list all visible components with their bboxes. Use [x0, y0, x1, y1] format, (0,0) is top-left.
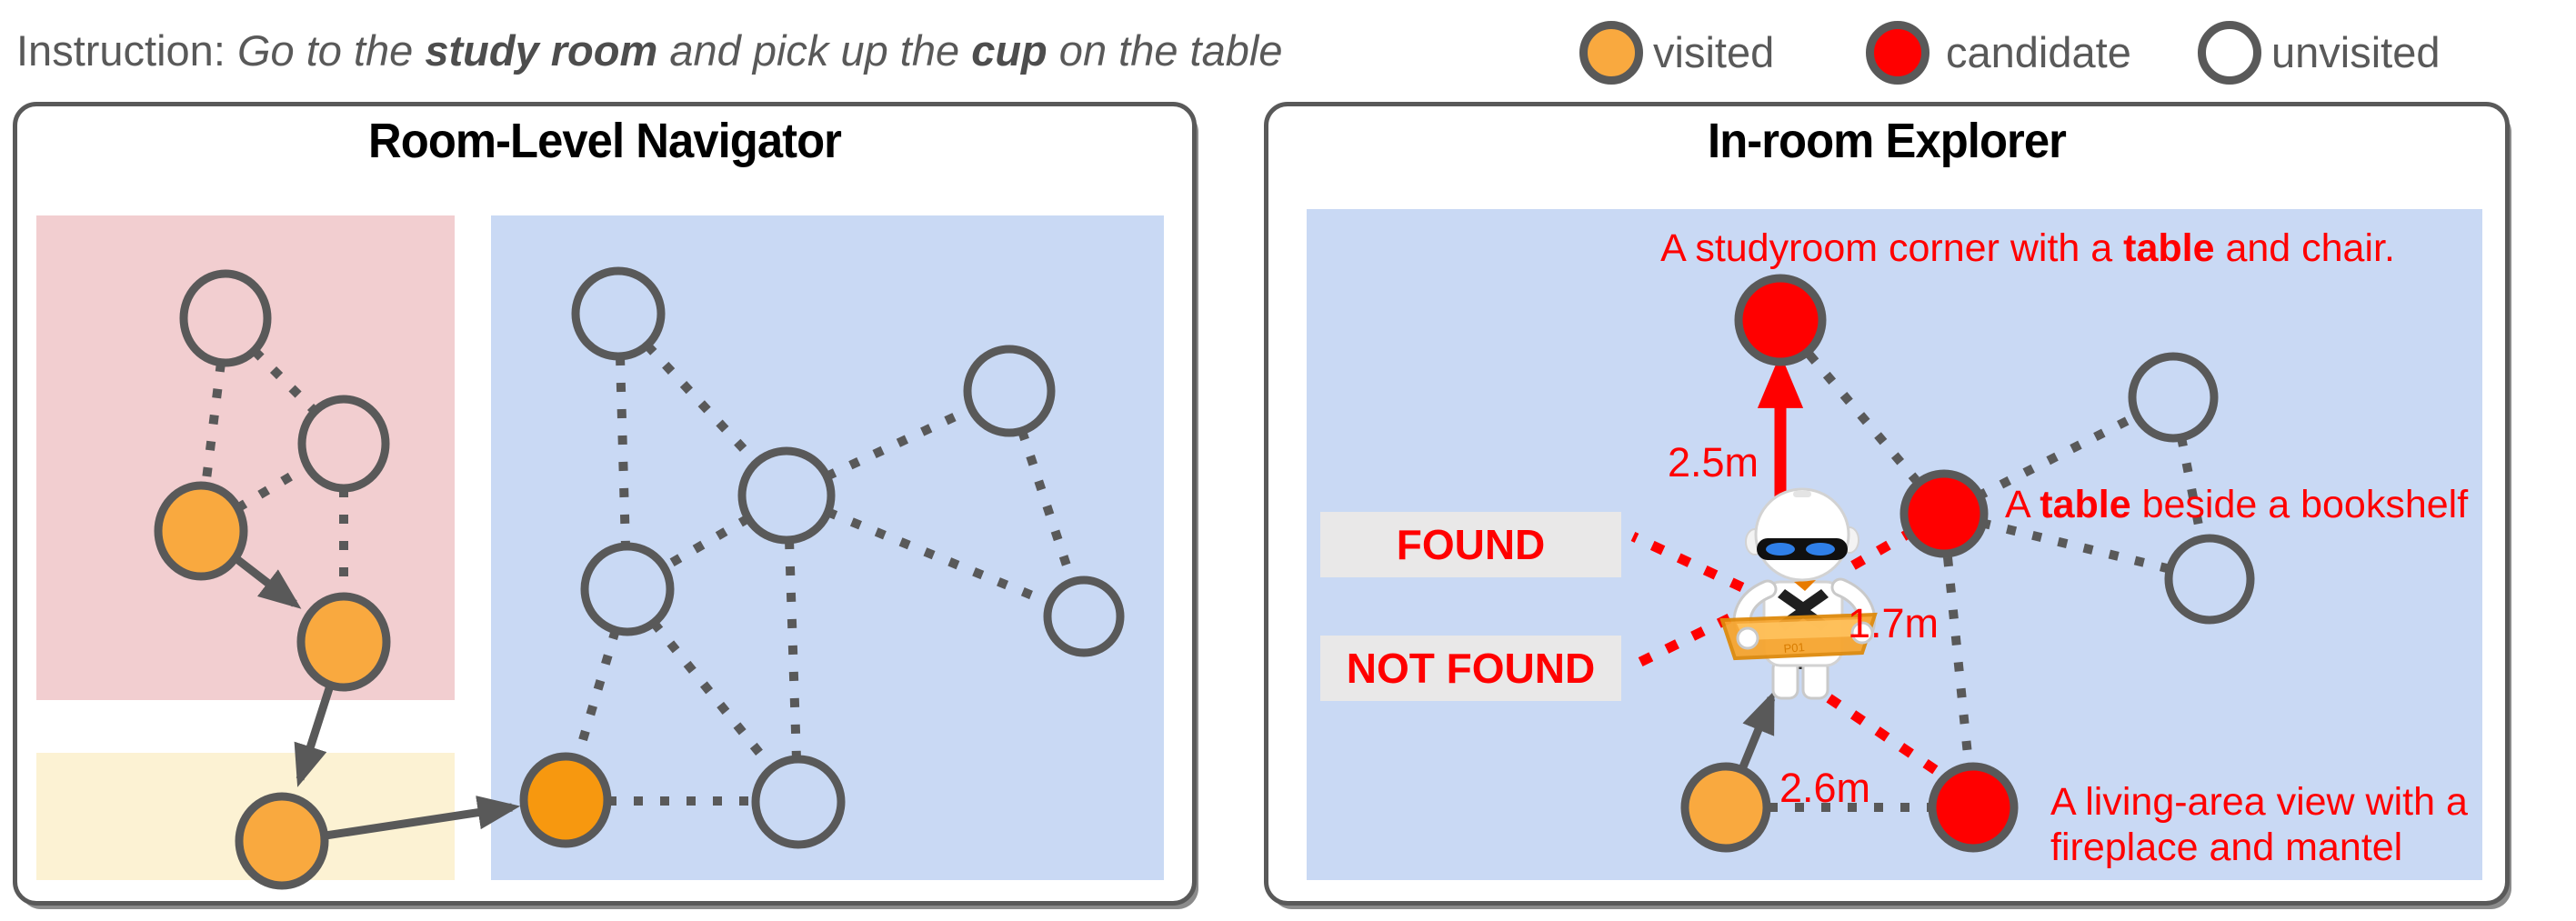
robot-tray-inner [1737, 619, 1862, 640]
status-not-found-label: NOT FOUND [1346, 645, 1596, 692]
node-room-4 [296, 592, 391, 692]
robot-eye-right [1806, 543, 1835, 556]
node-room-9 [963, 345, 1056, 437]
node-room-1 [179, 269, 272, 367]
node-view-unvisited-2 [2164, 534, 2255, 625]
graph-edge-1 [251, 347, 318, 415]
instruction-target-room: study room [425, 26, 658, 75]
caption-living-area-line1: A living-area view with a [2050, 780, 2468, 824]
distance-label-top: 2.5m [1668, 439, 1759, 486]
robot-model-label: P01 [1783, 640, 1805, 656]
legend-unvisited-label: unvisited [2271, 28, 2441, 76]
caption-table-bold: table [2040, 483, 2131, 526]
distance-label-bottom: 2.6m [1779, 765, 1871, 811]
graph-edge-11 [573, 628, 620, 760]
robot-eye-left [1766, 543, 1795, 556]
node-room-7 [571, 266, 666, 361]
node-room-5 [235, 792, 329, 890]
robot-icon: P01 [1719, 487, 1878, 700]
instruction-text: Instruction: Go to the study room and pi… [16, 25, 1282, 75]
graph-edge-5 [644, 342, 760, 466]
graph-edge-12 [650, 619, 776, 772]
legend-unvisited-icon [2198, 21, 2261, 85]
room-level-navigator-title: Room-Level Navigator [368, 114, 842, 168]
graph-edge-15 [1975, 413, 2137, 501]
graph-edge-22 [1850, 530, 1909, 570]
caption-table-pre: A [2005, 483, 2040, 526]
graph-edge-17 [2177, 436, 2206, 540]
graph-edge-9 [826, 507, 1052, 607]
node-room-2 [297, 395, 390, 493]
graph-edge-21 [1630, 614, 1732, 670]
path-arrow-1 [294, 681, 336, 787]
node-view-bottom [1928, 762, 2019, 853]
graph-edge-10 [1017, 429, 1077, 584]
path-arrow-2 [325, 796, 521, 840]
graph-edge-4 [616, 355, 630, 547]
robot-head-vent [1793, 491, 1811, 497]
path-arrow-3 [1738, 690, 1776, 771]
graph-edge-14 [1806, 351, 1919, 484]
status-found-box: FOUND [1320, 512, 1621, 577]
instruction-prefix: Instruction: [16, 26, 237, 75]
caption-table-post: beside a bookshelf [2130, 483, 2469, 526]
caption-studyroom-pre: A studyroom corner with a [1660, 226, 2124, 270]
instruction-seg3: on the table [1047, 26, 1283, 75]
status-found-label: FOUND [1396, 521, 1546, 568]
node-room-8 [737, 446, 836, 545]
instruction-seg2: and pick up the [657, 26, 972, 75]
caption-studyroom-post: and chair. [2214, 226, 2395, 270]
node-room-11 [1043, 576, 1125, 657]
node-room-12 [751, 755, 846, 849]
status-not-found-box: NOT FOUND [1320, 636, 1621, 701]
legend-visited-label: visited [1653, 28, 1775, 76]
robot-hand-left [1736, 626, 1759, 650]
graph-edge-18 [1943, 556, 1973, 765]
caption-studyroom: A studyroom corner with a table and chai… [1628, 225, 2428, 271]
instruction-seg1: Go to the [236, 26, 426, 75]
node-room-10 [580, 542, 675, 636]
caption-table-bookshelf: A table beside a bookshelf [2005, 482, 2468, 527]
node-room-3 [154, 481, 248, 581]
robot-chest-accent [1794, 580, 1816, 591]
robot-head [1754, 487, 1850, 582]
graph-edge-20 [1630, 532, 1745, 592]
path-arrow-0 [232, 554, 302, 609]
node-view-mid [1899, 469, 1989, 558]
caption-living-area-line2: fireplace and mantel [2050, 826, 2403, 870]
graph-edge-16 [1980, 518, 2169, 573]
graph-edge-0 [201, 362, 226, 487]
graph-edge-8 [785, 539, 801, 760]
robot-hand-right [1850, 621, 1874, 645]
legend-candidate-label: candidate [1946, 28, 2131, 76]
graph-edge-2 [235, 462, 310, 513]
graph-edge-7 [661, 514, 751, 572]
node-view-top [1734, 274, 1827, 366]
graph-edge-6 [824, 405, 974, 481]
instruction-target-object: cup [971, 26, 1047, 75]
node-view-unvisited-1 [2128, 352, 2219, 443]
distance-label-mid: 1.7m [1848, 600, 1940, 646]
node-view-visited [1680, 762, 1771, 853]
caption-studyroom-bold: table [2123, 226, 2215, 270]
in-room-explorer-title: In-room Explorer [1708, 114, 2067, 168]
node-room-6 [519, 752, 612, 848]
legend-visited-icon [1579, 21, 1643, 85]
legend-candidate-icon [1866, 21, 1929, 85]
